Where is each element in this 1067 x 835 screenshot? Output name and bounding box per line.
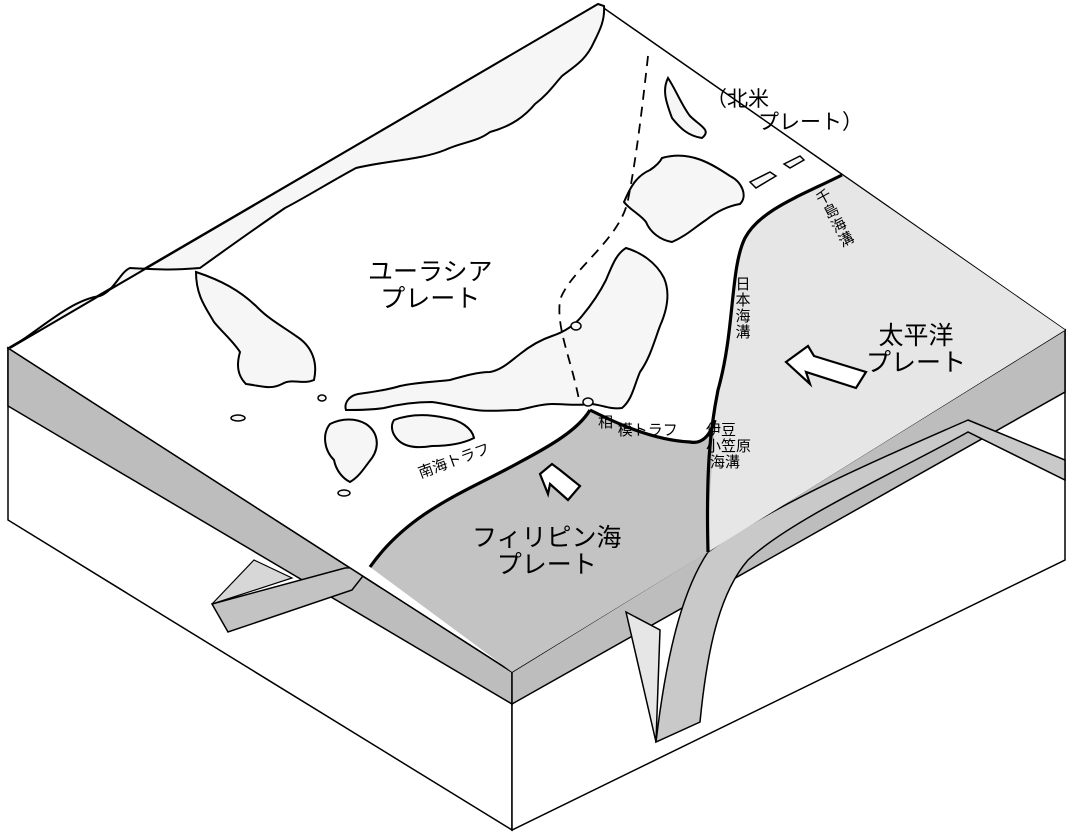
nankai-trough-line <box>368 409 592 568</box>
philippine-plate-motion-arrow <box>538 462 582 502</box>
philippine-plate-label: フィリピン海 プレート <box>472 524 622 578</box>
pacific-slab-subducting <box>655 419 1066 744</box>
eurasian-plate-label-line1: ユーラシア <box>368 257 493 286</box>
philippine-slab-subducting <box>210 566 372 633</box>
eurasian-continent <box>9 2 606 349</box>
pacific-plate-area <box>707 175 1065 552</box>
japan-trench-label: 日本海溝 <box>733 276 752 340</box>
philippine-slab-upper <box>211 559 294 605</box>
sagami-trough-line2: 模トラフ <box>617 421 678 439</box>
philippine-plate-label-line1: フィリピン海 <box>472 523 622 552</box>
small-island-5 <box>582 397 594 407</box>
sakhalin-island <box>664 76 707 140</box>
japan-kuril-trench-line <box>705 173 843 553</box>
north-american-plate-label-line1: （北米 <box>706 87 769 111</box>
north-american-plate-label: （北米 プレート） <box>706 88 863 133</box>
pacific-plate-label: 太平洋 プレート <box>866 322 966 376</box>
izu-ogasawara-line3: 海溝 <box>710 453 741 472</box>
izu-ogasawara-line2: 小笠原 <box>706 437 752 456</box>
izu-ogasawara-line1: 伊豆 <box>706 421 737 439</box>
wedge-front <box>624 610 661 743</box>
eurasian-plate-label-line2: プレート <box>380 284 481 313</box>
pacific-plate-motion-arrow <box>784 344 868 390</box>
small-island-2 <box>317 394 327 402</box>
north-american-plate-label-line2: プレート） <box>758 109 863 134</box>
philippine-plate-area <box>370 410 715 672</box>
pacific-plate-label-line1: 太平洋 <box>878 321 954 350</box>
north-american-boundary-dashed <box>558 55 649 406</box>
hokkaido <box>622 154 745 244</box>
kuril-island-1 <box>748 171 778 189</box>
small-island-1 <box>230 414 246 422</box>
sagami-trough-line <box>589 408 717 444</box>
kuril-island-2 <box>782 155 806 169</box>
pacific-plate-label-line2: プレート <box>866 348 967 377</box>
small-island-3 <box>337 489 351 497</box>
sagami-trough-label: 相 模トラフ <box>598 413 678 438</box>
sagami-trough-line1: 相 <box>598 413 614 431</box>
small-island-4 <box>570 321 582 331</box>
korean-peninsula <box>194 270 317 389</box>
eurasian-plate-label: ユーラシア プレート <box>368 258 493 312</box>
philippine-plate-label-line2: プレート <box>496 550 597 579</box>
shikoku <box>390 414 476 449</box>
izu-ogasawara-trench-label: 伊豆 小笠原 海溝 <box>706 422 751 471</box>
kyushu <box>324 418 378 484</box>
honshu <box>344 246 669 412</box>
